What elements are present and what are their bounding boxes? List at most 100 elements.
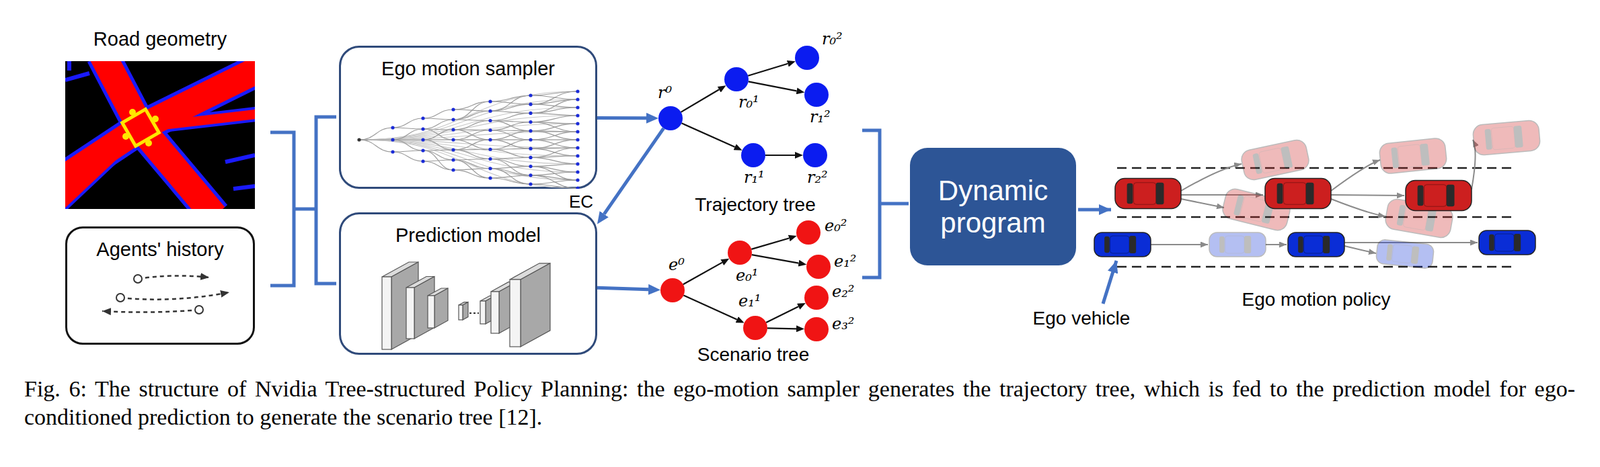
intersection-box (122, 109, 160, 147)
sample-curve (490, 131, 531, 140)
car-windshield (1411, 246, 1420, 265)
output-bracket (862, 130, 909, 278)
sample-point (488, 128, 492, 132)
car-windshield (1419, 143, 1430, 166)
sample-point (451, 127, 455, 132)
car-body (1375, 239, 1434, 270)
history-track (137, 275, 210, 280)
car-rear-window (1390, 147, 1399, 169)
layer-block-side (520, 263, 551, 348)
sample-curve (530, 180, 578, 185)
module-box: Prediction model (338, 212, 598, 356)
input-bracket (270, 117, 337, 286)
sample-curve (423, 150, 454, 161)
car-rear-window (1277, 183, 1284, 205)
figure-caption: Fig. 6: The structure of Nvidia Tree-str… (24, 375, 1576, 432)
layer-block-front (427, 295, 435, 329)
car-rear-window (1252, 153, 1263, 175)
sample-curve (392, 139, 424, 151)
car-body (1094, 232, 1151, 257)
sample-point (528, 164, 532, 169)
history-track (120, 292, 230, 300)
tree-node: e₁² (806, 254, 831, 280)
signal-dot (122, 133, 130, 140)
sample-curve (423, 119, 454, 130)
input-box: Agents' history (65, 226, 255, 346)
car-roof (1110, 236, 1130, 254)
policy-illustration (1094, 119, 1541, 270)
sample-curve (530, 175, 578, 189)
tree-node: e₀¹ (727, 240, 752, 265)
car-roof (1283, 182, 1306, 205)
car-icon (1405, 180, 1472, 212)
sample-curve (530, 131, 578, 140)
sample-curve (359, 99, 578, 140)
car-roof (1304, 236, 1324, 254)
node-label: e₃² (831, 314, 855, 334)
sample-point (575, 121, 580, 126)
road-lane (140, 113, 255, 128)
sample-curve (453, 101, 491, 110)
sample-curve (490, 168, 531, 185)
sample-point (528, 156, 532, 160)
node-label: r⁰ (657, 83, 672, 103)
sample-point (488, 166, 492, 171)
sample-curve (423, 161, 454, 171)
car-body (1115, 178, 1182, 210)
signal-dot (129, 108, 136, 116)
sample-point (575, 97, 580, 101)
track-start (116, 293, 125, 302)
sample-point (528, 173, 532, 177)
tree-node: e₂² (804, 285, 829, 311)
car-body (1405, 180, 1472, 212)
connector-arrow (680, 89, 719, 113)
car-icon (1472, 119, 1541, 156)
sample-curve (490, 149, 531, 158)
edge-label: EC (568, 192, 594, 212)
road-lane (102, 61, 215, 210)
sample-curve (530, 112, 578, 116)
sample-curve (423, 149, 454, 151)
car-rear-window (1489, 234, 1495, 251)
sample-curve (490, 166, 531, 169)
car-roof (1259, 147, 1286, 175)
motion-arrow (1330, 160, 1381, 192)
sample-curve (490, 139, 531, 150)
car-rear-window (1396, 204, 1406, 226)
sample-curve (423, 129, 454, 140)
sample-curve (530, 172, 578, 176)
car-icon (1375, 239, 1434, 270)
sample-curve (530, 107, 578, 113)
car-windshield (1513, 234, 1521, 252)
sample-point (451, 147, 455, 152)
layer-block-side (462, 302, 469, 321)
sample-point (451, 168, 455, 172)
car-windshield (1306, 182, 1315, 205)
sample-curve (490, 175, 531, 179)
connector-arrow (747, 63, 788, 76)
car-icon (1239, 138, 1311, 182)
sample-curve (453, 168, 491, 171)
sample-point (575, 129, 580, 134)
car-body (1472, 119, 1541, 156)
sample-point (451, 158, 455, 162)
car-rear-window (1484, 129, 1492, 150)
sample-curve (490, 130, 531, 140)
layer-block-front (480, 301, 486, 325)
sample-point (421, 148, 425, 152)
sample-point (488, 147, 492, 152)
sample-curve (423, 109, 454, 119)
sample-curve (453, 139, 491, 150)
layer-block-front (490, 291, 500, 334)
car-windshield (1446, 184, 1455, 207)
car-windshield (1129, 236, 1136, 254)
sample-curve (453, 159, 491, 161)
sample-curve (453, 110, 491, 120)
connector-arrow (683, 295, 737, 320)
layer-block-side (391, 262, 419, 350)
tree-node: e⁰ (660, 278, 685, 303)
sample-point (488, 109, 492, 113)
car-roof (1423, 184, 1446, 207)
sample-point (528, 93, 532, 97)
connector-arrow (603, 128, 664, 215)
